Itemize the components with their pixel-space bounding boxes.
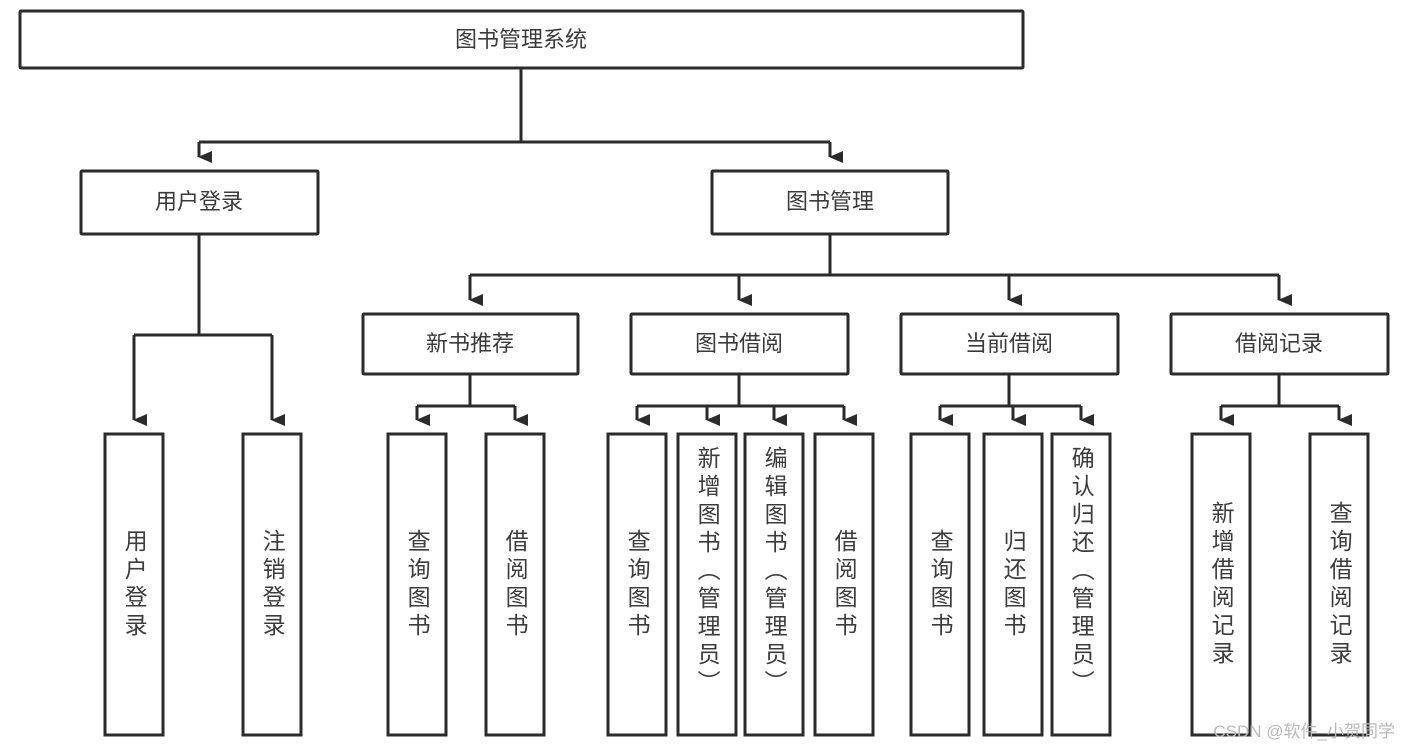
node-leaf-user-login[interactable] [103,432,165,737]
node-leaf-add-book[interactable] [676,432,738,737]
node-leaf-query-book-rec[interactable] [386,432,448,737]
node-leaf-query-book-borrow[interactable] [606,432,668,737]
node-user-login-label: 用户登录 [155,189,243,214]
node-leaf-logout[interactable] [241,432,303,737]
node-book-manage[interactable] [710,169,950,236]
node-borrow-record[interactable] [1169,312,1390,376]
node-new-book-recommend[interactable] [361,312,580,376]
node-book-borrow[interactable] [629,312,850,376]
node-borrow-record-label: 借阅记录 [1235,331,1323,356]
node-leaf-query-book-cur[interactable] [909,432,971,737]
node-root[interactable] [18,9,1025,70]
node-leaf-borrow-book[interactable] [813,432,875,737]
node-root-label: 图书管理系统 [455,27,587,52]
node-leaf-edit-book[interactable] [743,432,805,737]
node-book-borrow-label: 图书借阅 [695,331,783,356]
node-leaf-add-record[interactable] [1190,432,1252,737]
node-current-borrow-label: 当前借阅 [965,331,1053,356]
node-leaf-confirm-return[interactable] [1050,432,1112,737]
node-book-manage-label: 图书管理 [786,189,874,214]
node-user-login[interactable] [79,169,320,236]
connector-layer [132,68,1352,426]
node-leaf-return-book[interactable] [982,432,1044,737]
node-layer: 图书管理系统 用户登录 图书管理 新书推荐 图书借阅 当前借阅 借阅记录 [18,9,1390,737]
node-leaf-query-record[interactable] [1308,432,1370,737]
node-new-book-recommend-label: 新书推荐 [426,331,514,356]
node-leaf-borrow-book-rec[interactable] [484,432,546,737]
node-current-borrow[interactable] [899,312,1120,376]
